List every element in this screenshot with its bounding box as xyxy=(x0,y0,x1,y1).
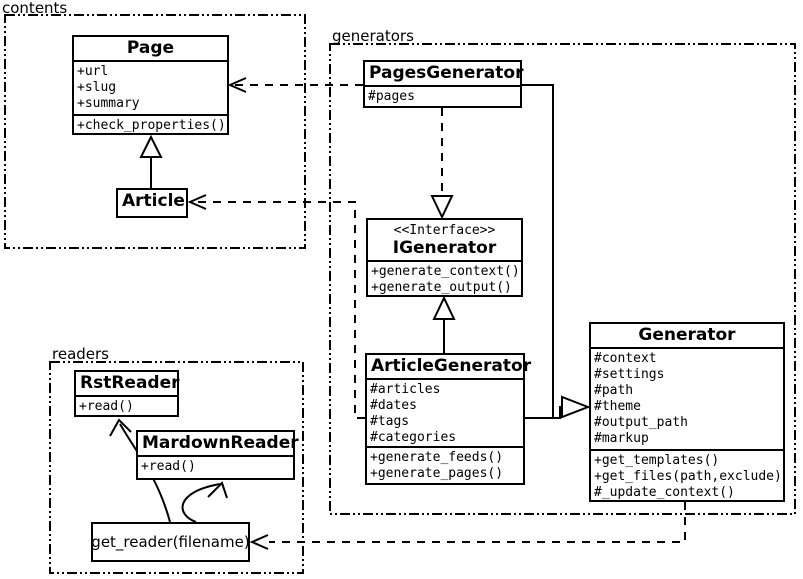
dependency-generator-to-getreader xyxy=(249,502,686,550)
realization-pagesgenerator-to-igenerator xyxy=(430,108,454,220)
class-rstreader-methods: +read() xyxy=(76,395,177,417)
method: +check_properties() xyxy=(77,118,226,133)
class-igenerator-title: IGenerator xyxy=(392,238,497,258)
class-mardownreader: MardownReader +read() xyxy=(136,430,299,480)
package-label-readers: readers xyxy=(52,345,109,363)
class-articlegenerator-title: ArticleGenerator xyxy=(371,356,532,376)
arrow-getreader-to-mardownreader xyxy=(181,481,228,523)
class-rstreader: RstReader +read() xyxy=(74,370,180,417)
class-page: Page +url +slug +summary +check_properti… xyxy=(72,35,229,135)
method: +generate_feeds() xyxy=(370,450,504,465)
class-articlegenerator-methods: +generate_feeds() +generate_pages() xyxy=(367,446,523,484)
class-article: Article xyxy=(116,188,188,218)
function-box-label: get_reader(filename) xyxy=(91,533,250,551)
class-pagesgenerator: PagesGenerator #pages xyxy=(363,60,524,108)
method: +generate_pages() xyxy=(370,466,504,481)
attribute: #settings xyxy=(594,367,665,382)
method: +get_files(path,exclude) xyxy=(594,469,782,484)
attribute: +url xyxy=(77,64,109,79)
method: #_update_context() xyxy=(594,485,735,500)
class-igenerator: <<Interface>> IGenerator +generate_conte… xyxy=(366,218,523,297)
class-generator-attributes: #context #settings #path #theme #output_… xyxy=(591,347,783,449)
class-articlegenerator: ArticleGenerator #articles #dates #tags … xyxy=(365,353,532,485)
attribute: #output_path xyxy=(594,415,688,430)
class-pagesgenerator-title: PagesGenerator xyxy=(369,63,524,83)
class-mardownreader-title: MardownReader xyxy=(142,433,299,453)
class-igenerator-stereotype: <<Interface>> xyxy=(393,223,496,238)
package-border-readers xyxy=(49,361,304,574)
inheritance-article-to-page xyxy=(139,134,163,188)
attribute: +summary xyxy=(77,96,140,111)
attribute: #categories xyxy=(370,430,457,445)
inheritance-articlegenerator-to-igenerator xyxy=(432,295,456,353)
attribute: #path xyxy=(594,383,634,398)
attribute: #markup xyxy=(594,431,649,446)
class-articlegenerator-attributes: #articles #dates #tags #categories xyxy=(367,378,523,446)
class-article-title: Article xyxy=(122,191,185,211)
package-label-contents: contents xyxy=(2,0,68,17)
attribute: #theme xyxy=(594,399,641,414)
package-border-generators xyxy=(329,43,796,515)
function-box-get-reader: get_reader(filename) xyxy=(91,522,250,562)
attribute: #articles xyxy=(370,382,441,397)
dependency-articlegenerator-to-article xyxy=(187,194,365,419)
attribute: +slug xyxy=(77,80,117,95)
method: +generate_output() xyxy=(371,280,512,295)
method: +get_templates() xyxy=(594,453,720,468)
method: +generate_context() xyxy=(371,264,520,279)
attribute: #pages xyxy=(368,89,415,104)
method: +read() xyxy=(141,459,196,474)
class-pagesgenerator-attributes: #pages xyxy=(365,85,520,107)
class-generator-methods: +get_templates() +get_files(path,exclude… xyxy=(591,449,783,503)
attribute: #context xyxy=(594,351,657,366)
class-generator-title: Generator xyxy=(638,325,736,345)
class-generator: Generator #context #settings #path #them… xyxy=(589,322,785,502)
class-rstreader-title: RstReader xyxy=(80,373,180,393)
attribute: #tags xyxy=(370,414,410,429)
class-page-title: Page xyxy=(126,38,175,58)
package-border-contents xyxy=(4,14,306,249)
class-igenerator-methods: +generate_context() +generate_output() xyxy=(368,260,521,298)
inheritance-generators-to-generator xyxy=(521,84,591,419)
method: +read() xyxy=(79,399,134,414)
attribute: #dates xyxy=(370,398,417,413)
package-label-generators: generators xyxy=(332,27,414,45)
dependency-pagesgenerator-to-page xyxy=(227,77,363,93)
class-page-attributes: +url +slug +summary xyxy=(74,60,227,114)
class-mardownreader-methods: +read() xyxy=(138,455,293,477)
class-page-methods: +check_properties() xyxy=(74,114,227,136)
